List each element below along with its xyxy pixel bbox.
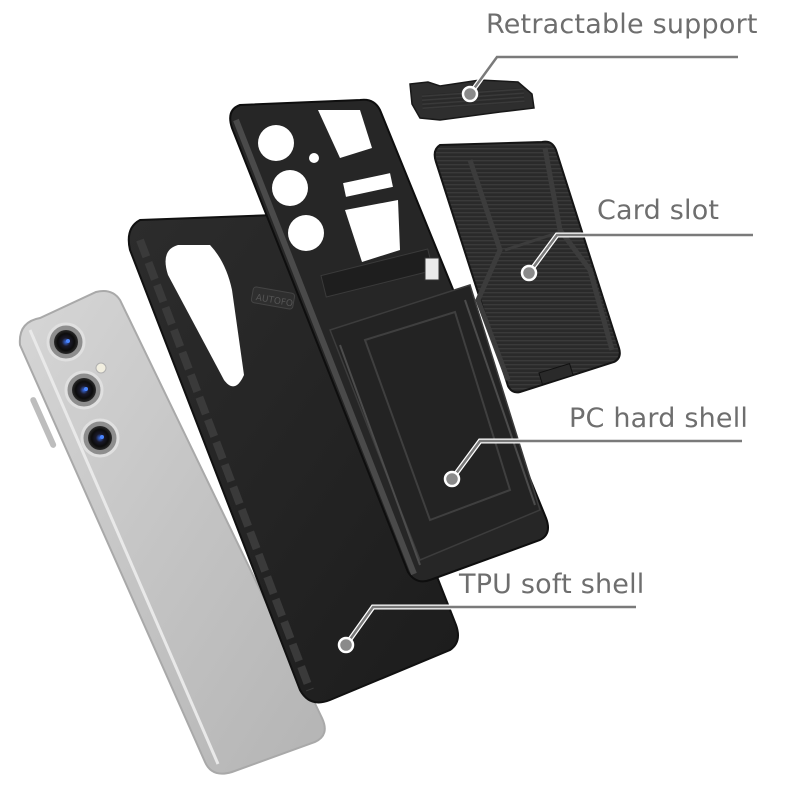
flash-icon — [95, 362, 107, 374]
leader-dot — [520, 264, 538, 282]
camera-lens-1 — [46, 322, 86, 362]
leader-dot — [461, 85, 479, 103]
camera-lens-3 — [80, 418, 120, 458]
label-pc-hard-shell: PC hard shell — [569, 403, 749, 434]
label-card-slot: Card slot — [597, 195, 720, 226]
label-retractable-support: Retractable support — [486, 9, 758, 40]
camera-lens-2 — [64, 370, 104, 410]
pc-hard-shell — [229, 98, 549, 583]
tpu-soft-shell: AUTOFO — [127, 213, 459, 704]
phone — [18, 290, 326, 775]
leader-lines — [337, 54, 753, 654]
leader-dot — [337, 636, 355, 654]
leader-dot — [443, 470, 461, 488]
label-tpu-soft-shell: TPU soft shell — [459, 569, 645, 600]
